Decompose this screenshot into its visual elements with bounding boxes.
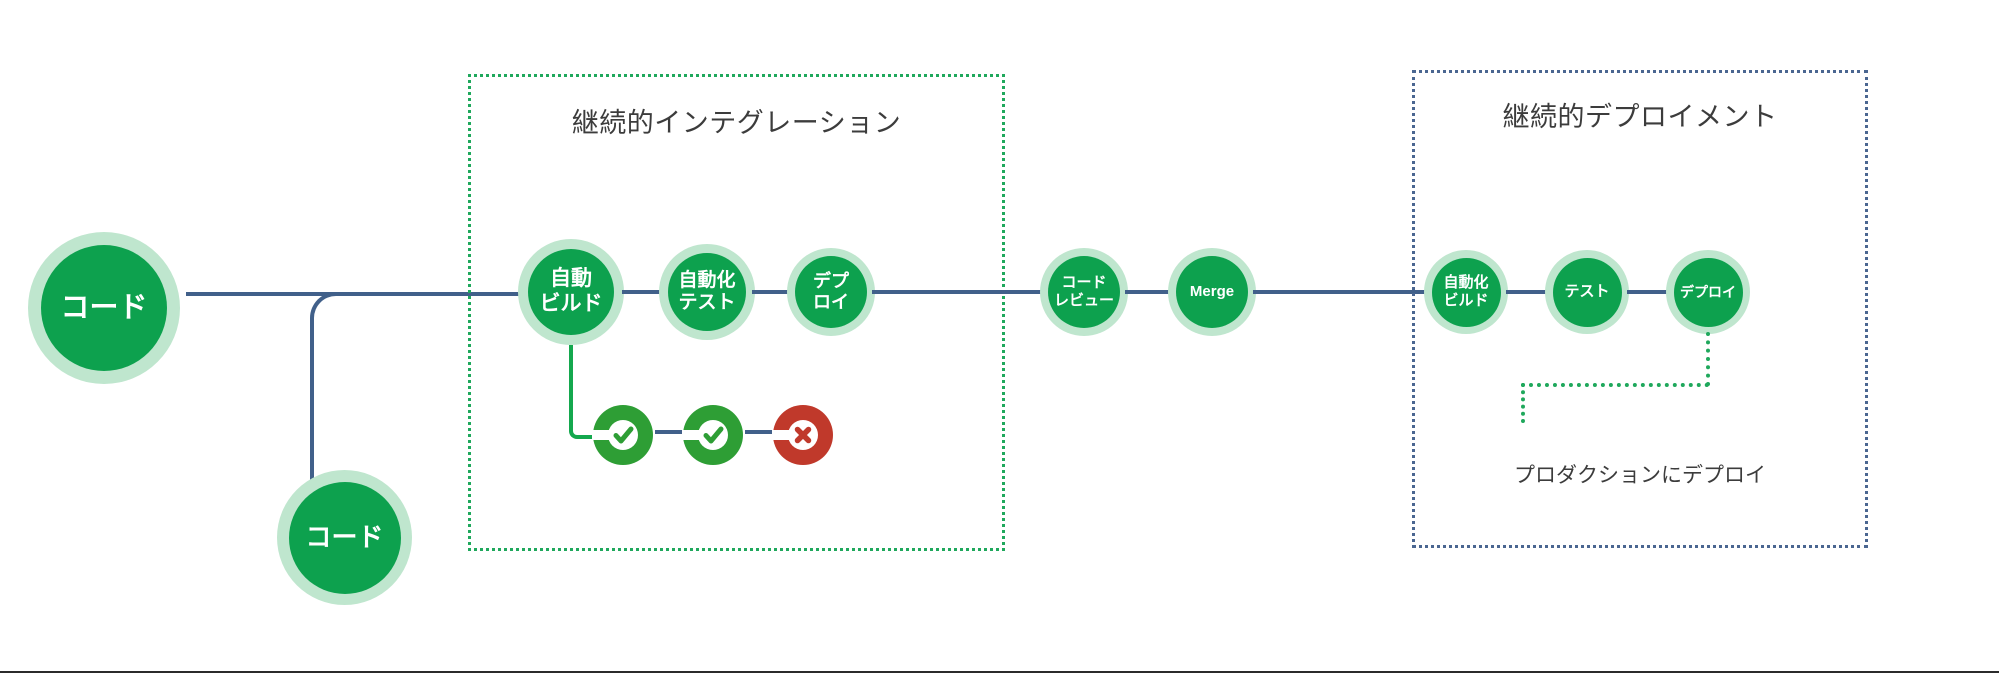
node-label-line-1: デプ (813, 270, 849, 291)
node-cd-auto-build[interactable]: 自動化 ビルド (1424, 250, 1508, 334)
node-label-line-1: 自動化 (678, 269, 736, 291)
connector-ci-to-code-review (872, 290, 1047, 294)
node-label: コード (305, 522, 384, 553)
cd-group-title: 継続的デプロイメント (1502, 102, 1778, 132)
node-label-line-2: ビルド (539, 292, 603, 315)
node-label: Merge (1189, 283, 1235, 301)
node-label: テスト (1564, 283, 1610, 301)
group-continuous-deployment: 継続的デプロイメント (1412, 70, 1868, 548)
node-cd-deploy[interactable]: デプロイ (1666, 250, 1750, 334)
node-merge[interactable]: Merge (1168, 248, 1256, 336)
connector-code-to-pipeline (186, 292, 336, 296)
status-icon-success-2[interactable] (682, 404, 744, 466)
ci-group-title: 継続的インテグレーション (571, 108, 902, 138)
connector-cd-test-to-deploy (1627, 290, 1669, 294)
node-label-line-1: 自動化 (1443, 274, 1489, 292)
node-ci-deploy[interactable]: デプ ロイ (787, 248, 875, 336)
connector-build-to-status-row (569, 345, 601, 439)
node-label-line-2: レビュー (1053, 292, 1114, 309)
cross-circle-icon (772, 405, 833, 465)
node-code-review[interactable]: コード レビュー (1040, 248, 1128, 336)
check-circle-icon (592, 405, 653, 465)
connector-review-to-merge (1125, 290, 1175, 294)
node-label: コード (60, 291, 148, 324)
node-label-line-2: テスト (678, 292, 736, 313)
status-icon-failure-3[interactable] (772, 404, 834, 466)
connector-merge-to-cd (1253, 290, 1443, 294)
connector-status-1-to-2 (655, 430, 689, 434)
connector-trunk-to-ci (330, 292, 540, 296)
node-label: デプロイ (1680, 283, 1736, 300)
node-label-line-2: ロイ (813, 292, 849, 312)
connector-status-2-to-3 (745, 430, 779, 434)
connector-elbow-to-code-secondary (310, 292, 350, 496)
connector-cd-dotted-left (1521, 383, 1709, 387)
bottom-divider (0, 671, 1999, 673)
node-code-secondary[interactable]: コード (277, 470, 412, 605)
node-ci-auto-build[interactable]: 自動 ビルド (518, 239, 624, 345)
group-continuous-integration: 継続的インテグレーション (468, 74, 1005, 551)
node-ci-auto-test[interactable]: 自動化 テスト (659, 244, 755, 340)
connector-cd-build-to-test (1506, 290, 1548, 294)
node-cd-test[interactable]: テスト (1545, 250, 1629, 334)
status-icon-success-1[interactable] (592, 404, 654, 466)
node-label-line-1: コード (1061, 274, 1107, 292)
node-label-line-2: ビルド (1443, 292, 1489, 309)
connector-ci-test-to-deploy (752, 290, 790, 294)
node-label-line-1: 自動 (550, 267, 592, 291)
check-circle-icon (682, 405, 743, 465)
node-code-primary[interactable]: コード (28, 232, 180, 384)
cd-deploy-caption: プロダクションにデプロイ (1514, 464, 1766, 487)
connector-cd-deploy-dotted-down (1706, 332, 1710, 386)
connector-ci-build-to-test (622, 290, 662, 294)
connector-cd-dotted-down-2 (1521, 383, 1525, 423)
